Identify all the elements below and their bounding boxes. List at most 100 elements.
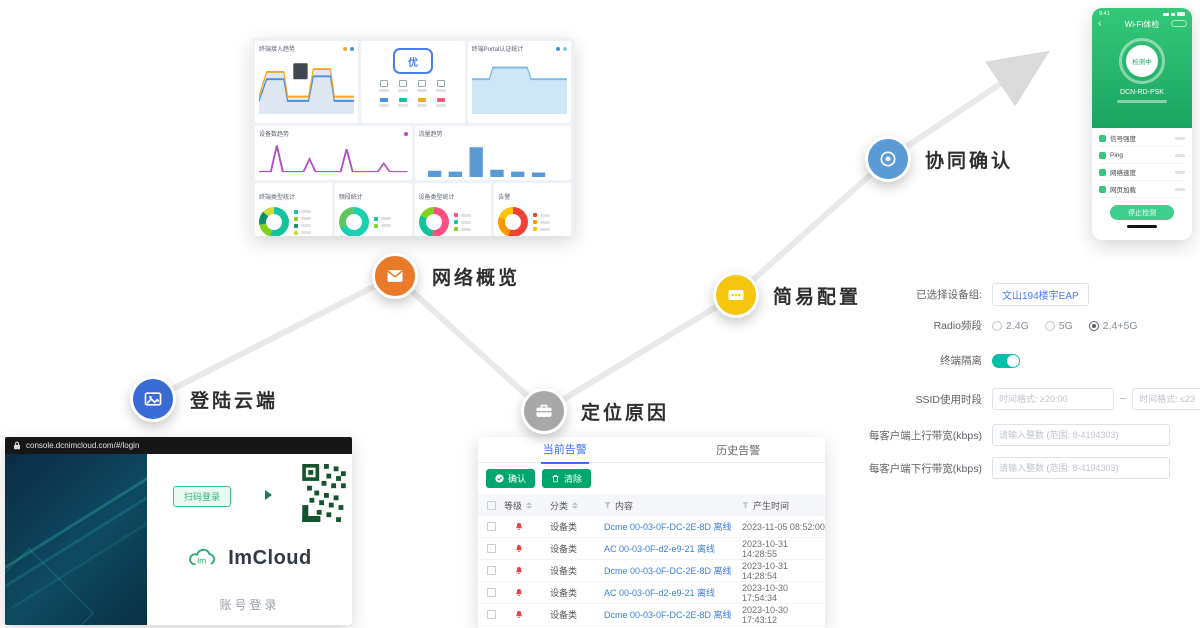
health-grade: 优 [407, 57, 418, 69]
alarm-content-link[interactable]: Dcme 00-03-0F-DC-2E-8D 离线 [604, 566, 732, 576]
alarm-row[interactable]: 设备类 Dcme 00-03-0F-DC-2E-8D 离线 2023-10-30… [478, 604, 825, 626]
chart-legend [403, 131, 408, 136]
check-item-row[interactable]: 信号强度 [1099, 130, 1185, 147]
target-icon [880, 151, 896, 167]
login-background-art [5, 454, 147, 625]
alarm-time: 2023-10-31 14:28:54 [742, 560, 789, 581]
scan-login-button[interactable]: 扫码登录 [173, 486, 232, 507]
check-item-row[interactable]: 网络速度 [1099, 164, 1185, 181]
alarm-category: 设备类 [550, 610, 578, 620]
donut-legend [294, 209, 311, 235]
alarm-row[interactable]: 设备类 Dcme 00-03-0F-DC-2E-8D 离线 2023-10-27… [478, 626, 825, 628]
alarm-actions: 确认 清除 [478, 463, 825, 494]
column-level[interactable]: 等级 [504, 499, 550, 512]
alarm-category: 设备类 [550, 522, 578, 532]
browser-address-bar[interactable]: console.dcnimcloud.com/#/login [5, 437, 352, 454]
account-login-label[interactable]: 账号登录 [219, 598, 280, 612]
svg-text:lm: lm [197, 556, 206, 566]
alarm-category: 设备类 [550, 566, 578, 576]
imcloud-logo: lm ImCloud [147, 546, 352, 570]
upstream-bandwidth-label: 每客户端上行带宽(kbps) [868, 429, 982, 442]
confirm-button[interactable]: 确认 [486, 469, 536, 488]
radio-option-label: 2.4G [1006, 319, 1029, 332]
alarm-row[interactable]: 设备类 Dcme 00-03-0F-DC-2E-8D 离线 2023-11-05… [478, 516, 825, 538]
access-trend-chart [259, 63, 355, 114]
brand-name: ImCloud [228, 546, 312, 569]
radio-option-24-5g[interactable]: 2.4+5G [1088, 320, 1138, 332]
panel-band-donut: 频段统计 [334, 183, 412, 236]
alarm-time: 2023-10-30 17:54:34 [742, 582, 789, 603]
step-network-overview: 网络概览 [372, 253, 520, 299]
alarm-table-screenshot: 当前告警 历史告警 确认 清除 [478, 437, 825, 628]
radio-option-24g[interactable]: 2.4G [992, 320, 1029, 332]
device-stat-values [379, 98, 447, 107]
upstream-bandwidth-input[interactable] [992, 424, 1170, 446]
alarm-bell-icon [516, 545, 522, 552]
radio-band-label: Radio频段 [933, 320, 982, 332]
check-item-value [1175, 170, 1185, 174]
panel-title: 终端类型统计 [259, 195, 296, 201]
row-checkbox[interactable] [487, 522, 496, 531]
terminal-isolation-toggle[interactable] [992, 353, 1020, 368]
column-category[interactable]: 分类 [550, 499, 604, 512]
radio-option-label: 5G [1058, 319, 1073, 332]
panel-terminal-access-trend: 终端接入趋势 [255, 41, 359, 123]
network-overview-circle [372, 253, 418, 299]
column-content[interactable]: 内容 [604, 499, 742, 512]
panel-title: 告警 [498, 195, 511, 201]
row-checkbox[interactable] [487, 544, 496, 553]
tab-history-alarms[interactable]: 历史告警 [652, 437, 826, 462]
alarm-row[interactable]: 设备类 AC 00-03-0F-d2-e9-21 离线 2023-10-31 1… [478, 538, 825, 560]
alarm-content-link[interactable]: AC 00-03-0F-d2-e9-21 离线 [604, 588, 716, 598]
row-checkbox[interactable] [487, 588, 496, 597]
tab-current-alarms[interactable]: 当前告警 [478, 437, 652, 464]
phone-header: 9:41 ‹ Wi-Fi体检 检测中 DCN-RD-PSK [1092, 8, 1192, 128]
alarm-row[interactable]: 设备类 Dcme 00-03-0F-DC-2E-8D 离线 2023-10-31… [478, 560, 825, 582]
ssid-time-start-input[interactable] [992, 388, 1114, 410]
check-circle-icon [495, 474, 504, 483]
clear-button[interactable]: 清除 [542, 469, 592, 488]
downstream-bandwidth-input[interactable] [992, 457, 1170, 479]
mini-program-capsule[interactable] [1171, 20, 1187, 27]
column-time[interactable]: 产生时间 [742, 499, 825, 512]
panel-traffic-trend: 流量趋势 [414, 126, 571, 180]
row-checkbox[interactable] [487, 610, 496, 619]
select-all-checkbox[interactable] [487, 500, 496, 510]
sort-icon[interactable] [526, 501, 533, 509]
filter-icon[interactable] [742, 501, 749, 509]
alarm-row[interactable]: 设备类 AC 00-03-0F-d2-e9-21 离线 2023-10-30 1… [478, 582, 825, 604]
alarm-content-link[interactable]: AC 00-03-0F-d2-e9-21 离线 [604, 544, 716, 554]
step-easy-config: 简易配置 [713, 272, 861, 318]
device-group-value[interactable]: 文山194楼宇EAP [992, 283, 1089, 306]
stop-check-button[interactable]: 停止检测 [1110, 205, 1174, 220]
phone-ssid: DCN-RD-PSK [1120, 89, 1164, 96]
row-checkbox[interactable] [487, 566, 496, 575]
radio-option-5g[interactable]: 5G [1044, 319, 1073, 332]
ssid-time-label: SSID使用时段 [915, 393, 982, 406]
back-icon[interactable]: ‹ [1098, 18, 1102, 29]
alarm-content-link[interactable]: Dcme 00-03-0F-DC-2E-8D 离线 [604, 610, 732, 620]
check-item-list: 信号强度 Ping 网络速度 网页加载 [1092, 128, 1192, 198]
qr-code[interactable] [302, 464, 346, 522]
webpage-load-icon [1099, 185, 1106, 193]
step-label: 简易配置 [773, 286, 862, 308]
chart-legend [555, 46, 567, 51]
time-range-separator: ~ [1120, 393, 1127, 405]
alarm-content-link[interactable]: Dcme 00-03-0F-DC-2E-8D 离线 [604, 522, 732, 532]
panel-title: 终端Portal认证统计 [471, 47, 524, 53]
check-item-value [1175, 136, 1185, 140]
lock-icon [14, 441, 20, 450]
alarm-bell-icon [516, 589, 522, 596]
check-item-row[interactable]: Ping [1099, 147, 1185, 164]
panel-title: 流量趋势 [418, 132, 443, 138]
check-item-row[interactable]: 网页加载 [1099, 181, 1185, 198]
ssid-time-end-input[interactable] [1132, 388, 1200, 410]
sort-icon[interactable] [572, 501, 579, 509]
radio-band-row: Radio频段 2.4G 5G 2.4+5G [860, 318, 1200, 333]
alarm-time: 2023-11-05 08:52:00 [742, 521, 825, 532]
alarm-time: 2023-10-27 13:39:39 [742, 627, 825, 628]
filter-icon[interactable] [604, 501, 611, 509]
status-icons [1163, 12, 1185, 16]
cloud-logo-icon: lm [189, 548, 216, 566]
